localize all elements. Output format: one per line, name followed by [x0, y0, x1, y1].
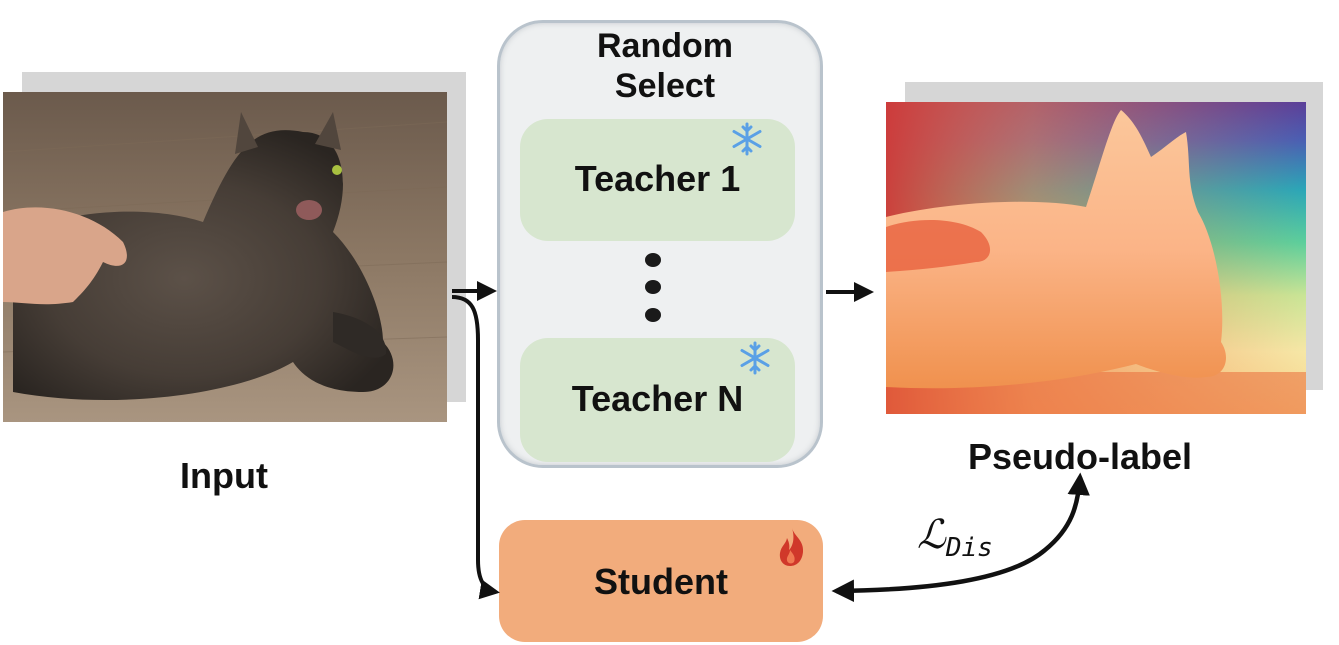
loss-symbol: ℒ: [917, 512, 946, 558]
pseudo-label-image: [886, 102, 1306, 414]
cat-body: [13, 130, 394, 401]
loss-subscript: Dis: [945, 533, 993, 563]
snowflake-icon: [732, 122, 762, 156]
flame-icon: [779, 528, 804, 566]
cat-silhouette: [886, 110, 1226, 389]
teacher-n-box: [520, 338, 795, 462]
pseudo-label-caption: Pseudo-label: [967, 436, 1193, 477]
panel-title: Random Select: [597, 27, 733, 105]
teacher-1-label: Teacher 1: [574, 158, 741, 199]
student-label: Student: [594, 561, 728, 602]
loss-label: ℒDis: [917, 512, 1027, 568]
hand: [3, 207, 127, 305]
input-label: Input: [180, 455, 268, 496]
ellipsis-dots: [645, 253, 661, 322]
teacher-n-label: Teacher N: [571, 378, 744, 419]
input-image: [3, 92, 447, 422]
snowflake-icon: [740, 341, 770, 375]
student-box: [499, 520, 823, 642]
